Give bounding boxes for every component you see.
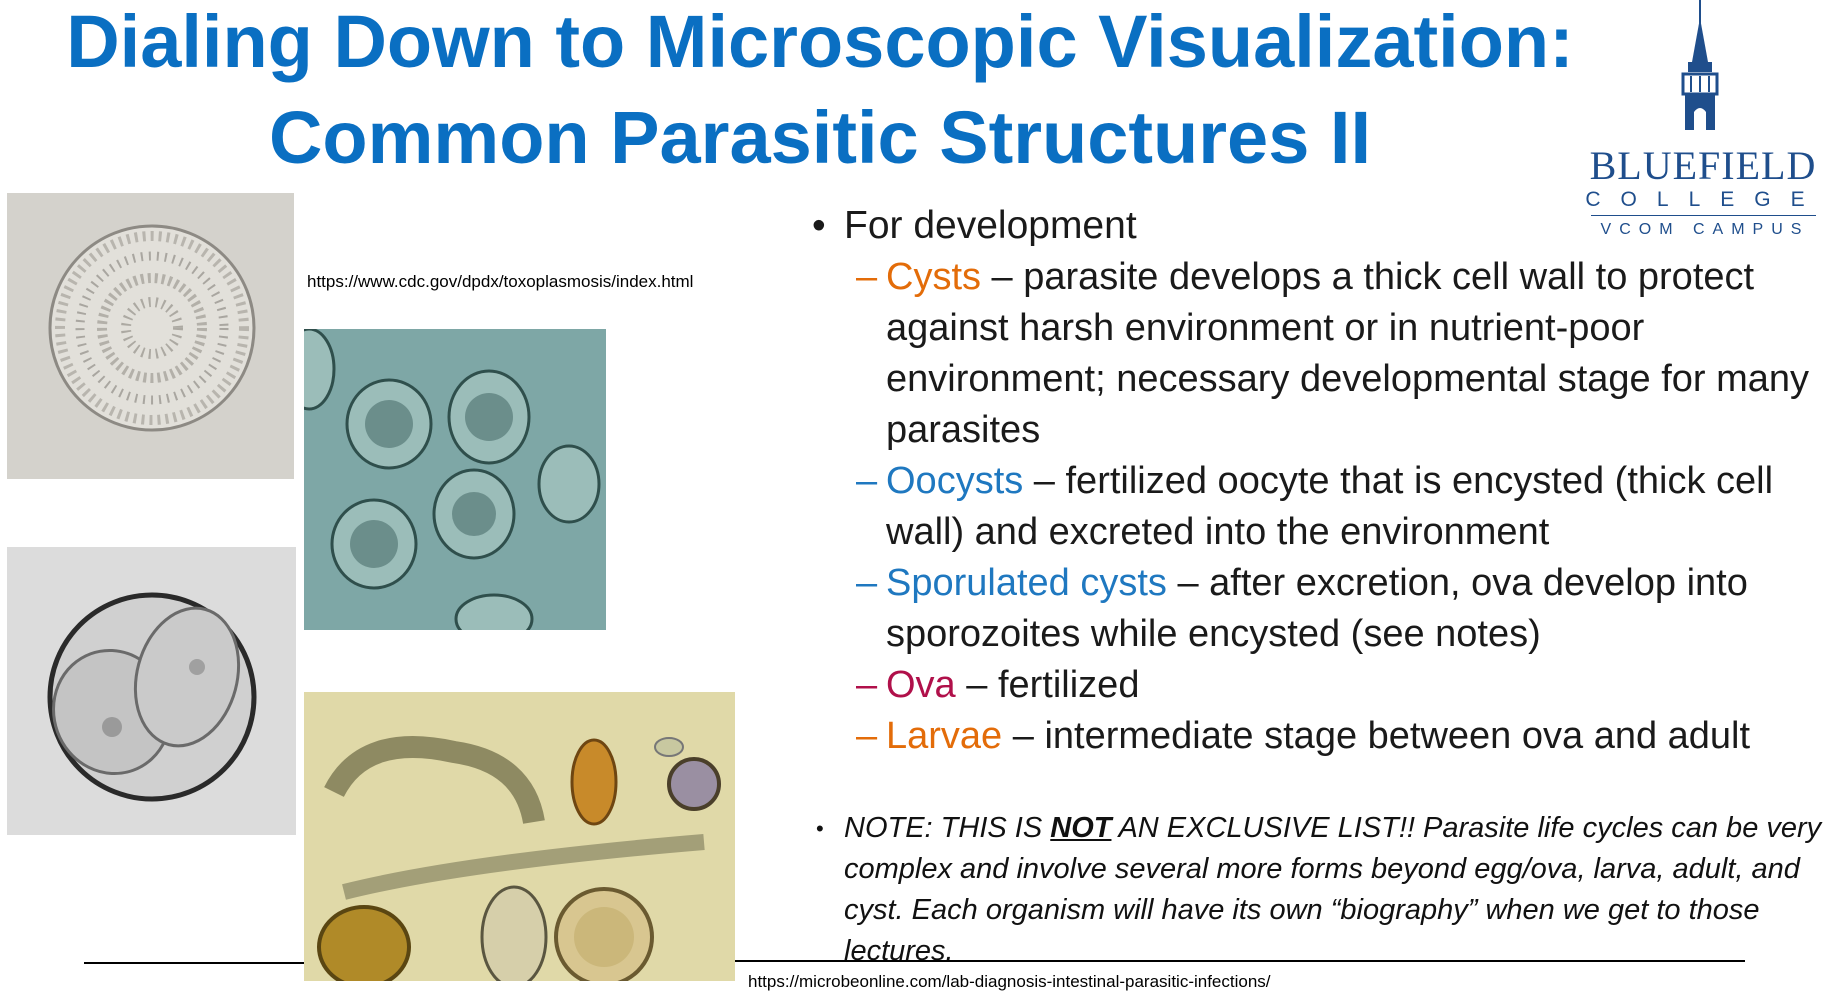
note-bullet: NOTE: THIS IS NOT AN EXCLUSIVE LIST!! Pa… bbox=[812, 808, 1822, 972]
list-item: – Larvae – intermediate stage between ov… bbox=[856, 715, 1751, 757]
list-item: – Ova – fertilized bbox=[856, 664, 1140, 706]
def-larvae: – intermediate stage between ova and adu… bbox=[1002, 715, 1751, 757]
slide-title: Dialing Down to Microscopic Visualizatio… bbox=[0, 0, 1640, 186]
title-line-1: Dialing Down to Microscopic Visualizatio… bbox=[66, 0, 1574, 83]
source-caption-cdc: https://www.cdc.gov/dpdx/toxoplasmosis/i… bbox=[307, 272, 694, 291]
footer-rule-right bbox=[735, 960, 1745, 962]
list-item: – Sporulated cysts – after excretion, ov… bbox=[856, 562, 1748, 655]
note-emphasis: NOT bbox=[1050, 812, 1112, 844]
term-larvae: Larvae bbox=[886, 715, 1003, 757]
def-oocysts: – fertilized oocyte that is encysted (th… bbox=[886, 460, 1774, 553]
def-sporulated-cysts: – after excretion, ova develop into spor… bbox=[886, 562, 1748, 655]
micrograph-sporulated-oocyst bbox=[7, 547, 296, 835]
title-line-2: Common Parasitic Structures II bbox=[268, 96, 1372, 179]
term-ova: Ova bbox=[886, 664, 956, 706]
def-ova: – fertilized bbox=[955, 664, 1140, 706]
logo-name: BLUEFIELD bbox=[1589, 143, 1817, 188]
chapel-tower-icon bbox=[1681, 0, 1719, 130]
term-oocysts: Oocysts bbox=[886, 460, 1024, 502]
micrograph-oocysts bbox=[304, 329, 606, 630]
bullet-main: For development bbox=[812, 200, 1822, 252]
term-sporulated-cysts: Sporulated cysts bbox=[886, 562, 1167, 604]
footer-rule-left bbox=[84, 962, 304, 964]
term-cysts: Cysts bbox=[886, 256, 981, 298]
bullet-list: For development – Cysts – parasite devel… bbox=[812, 200, 1822, 762]
micrograph-intestinal-parasites bbox=[304, 692, 735, 981]
source-caption-microbeonline: https://microbeonline.com/lab-diagnosis-… bbox=[748, 972, 1271, 991]
micrograph-toxoplasma-cyst bbox=[7, 193, 294, 479]
def-cysts: – parasite develops a thick cell wall to… bbox=[886, 256, 1810, 451]
list-item: – Cysts – parasite develops a thick cell… bbox=[856, 256, 1810, 451]
list-item: – Oocysts – fertilized oocyte that is en… bbox=[856, 460, 1774, 553]
